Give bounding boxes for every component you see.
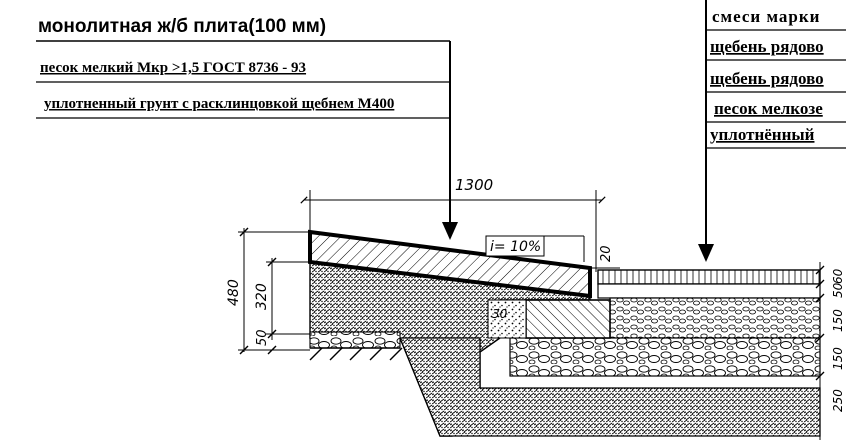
label-gravel-2: щебень рядово xyxy=(710,69,824,88)
dim-width-1300: 1300 xyxy=(455,176,493,194)
label-mix: смеси марки xyxy=(712,7,820,26)
label-fine-sand: песок мелкозе xyxy=(714,99,823,118)
dim-height-480: 480 xyxy=(226,279,242,306)
label-slab: монолитная ж/б плита(100 мм) xyxy=(38,16,326,37)
dim-right-150b: 150 xyxy=(831,347,845,370)
concrete-slab: i= 10% xyxy=(308,229,592,299)
dim-step-20: 20 xyxy=(599,245,614,262)
ground-section xyxy=(309,261,821,437)
dim-right-150a: 150 xyxy=(831,309,845,332)
dimension-left: 480 320 50 xyxy=(226,227,312,355)
right-callout: смеси марки щебень рядово щебень рядово … xyxy=(698,0,846,262)
layer-large-gravel xyxy=(509,337,821,377)
dim-edge-30: 30 xyxy=(492,307,508,321)
label-gravel-1: щебень рядово xyxy=(710,37,824,56)
dimension-right: 60 50 150 150 250 xyxy=(815,262,845,440)
layer-second xyxy=(597,283,821,299)
edge-gravel xyxy=(487,299,527,339)
dim-right-250: 250 xyxy=(831,389,845,412)
label-soil: уплотненный грунт с расклинцовкой щебнем… xyxy=(44,96,394,112)
layer-top-grid xyxy=(597,269,821,285)
leader-arrow-right-icon xyxy=(698,244,714,262)
native-ground-hatch xyxy=(309,347,403,361)
slope-label-box xyxy=(485,235,545,257)
label-compacted: уплотнённый xyxy=(710,125,815,144)
dimension-step: 20 xyxy=(590,245,620,272)
layer-small-gravel xyxy=(609,297,821,339)
leader-arrow-left-icon xyxy=(442,222,458,240)
dim-right-50: 50 xyxy=(831,282,845,298)
left-callout: монолитная ж/б плита(100 мм) песок мелки… xyxy=(36,16,458,240)
label-sand: песок мелкий Мкр >1,5 ГОСТ 8736 - 93 xyxy=(40,60,306,76)
slope-label: i= 10% xyxy=(490,239,541,255)
bottom-stone-strip xyxy=(309,331,401,349)
dim-height-320: 320 xyxy=(254,283,270,310)
dim-height-50: 50 xyxy=(255,329,270,346)
curb-block xyxy=(525,299,611,339)
dim-right-60: 60 xyxy=(831,268,845,284)
